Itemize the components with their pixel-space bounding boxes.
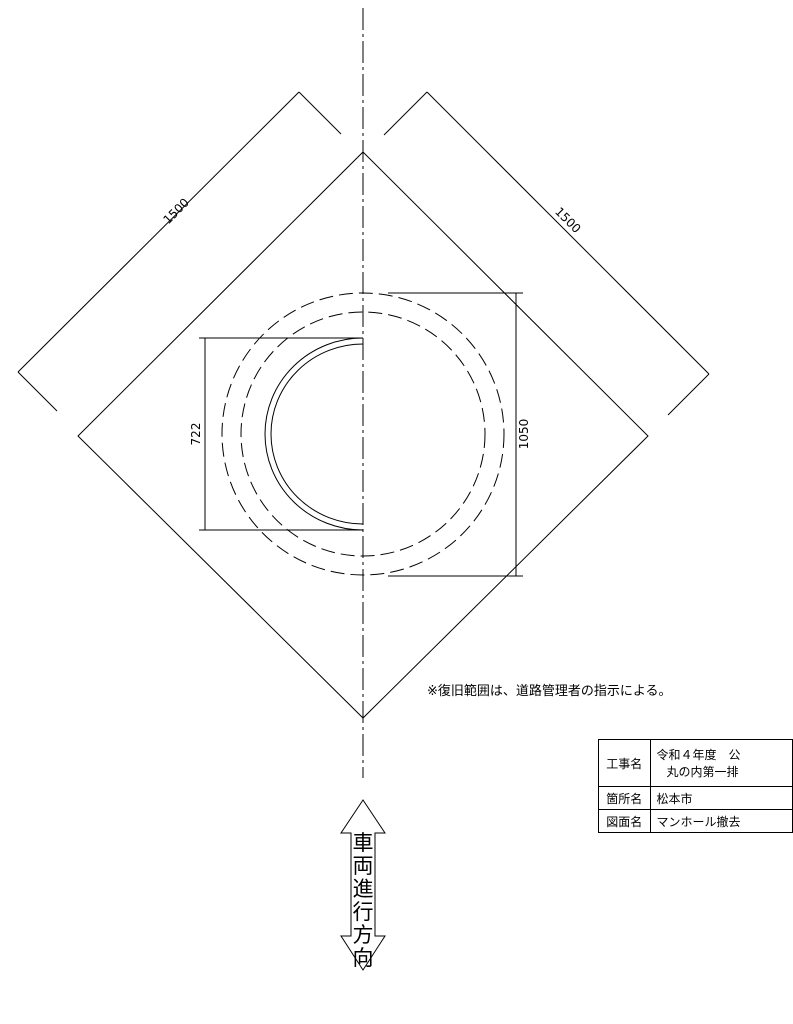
outer-dashed-circle: [221, 292, 505, 576]
direction-char: 両: [352, 854, 374, 878]
header-project-name: 工事名: [598, 739, 651, 787]
header-drawing-name: 図面名: [598, 809, 651, 833]
direction-char: 向: [352, 946, 374, 970]
inner-dashed-circle: [240, 311, 486, 557]
dim-text-722: 722: [189, 423, 203, 446]
restoration-area-diamond: [77, 151, 649, 719]
value-project-name: 令和４年度 公 丸の内第一排: [649, 739, 793, 787]
dim-line-top-right: [426, 91, 710, 375]
cover-inner-arc: [270, 343, 364, 525]
title-row-project: 工事名 令和４年度 公 丸の内第一排: [598, 739, 793, 787]
vehicle-direction-label: 車 両 進 行 方 向: [345, 832, 381, 970]
value-drawing-name: マンホール撤去: [649, 809, 793, 833]
ext-line-tr-2: [667, 373, 710, 416]
project-name-line2: 丸の内第一排: [666, 765, 739, 779]
direction-double-arrow: [340, 799, 386, 971]
direction-char: 車: [352, 831, 374, 855]
dim-text-top-left: 1500: [160, 195, 191, 226]
direction-char: 行: [352, 900, 374, 924]
direction-char: 進: [352, 877, 374, 901]
ext-line-tl-1: [17, 371, 58, 412]
title-row-drawing: 図面名 マンホール撤去: [598, 809, 793, 833]
direction-char: 方: [352, 923, 374, 947]
value-location: 松本市: [649, 786, 793, 810]
ext-line-tr-1: [383, 91, 428, 136]
ext-line-tl-2: [298, 91, 342, 135]
dim-text-1050: 1050: [517, 419, 531, 450]
dim-text-top-right: 1500: [552, 204, 583, 235]
title-block: 工事名 令和４年度 公 丸の内第一排 箇所名 松本市 図面名 マンホール撤去: [598, 739, 793, 833]
restoration-note: ※復旧範囲は、道路管理者の指示による。: [427, 684, 672, 699]
dim-line-top-left: [17, 91, 300, 373]
header-location: 箇所名: [598, 786, 651, 810]
title-row-location: 箇所名 松本市: [598, 786, 793, 810]
cover-outer-arc: [264, 337, 364, 531]
project-name-line1: 令和４年度 公: [656, 748, 741, 762]
